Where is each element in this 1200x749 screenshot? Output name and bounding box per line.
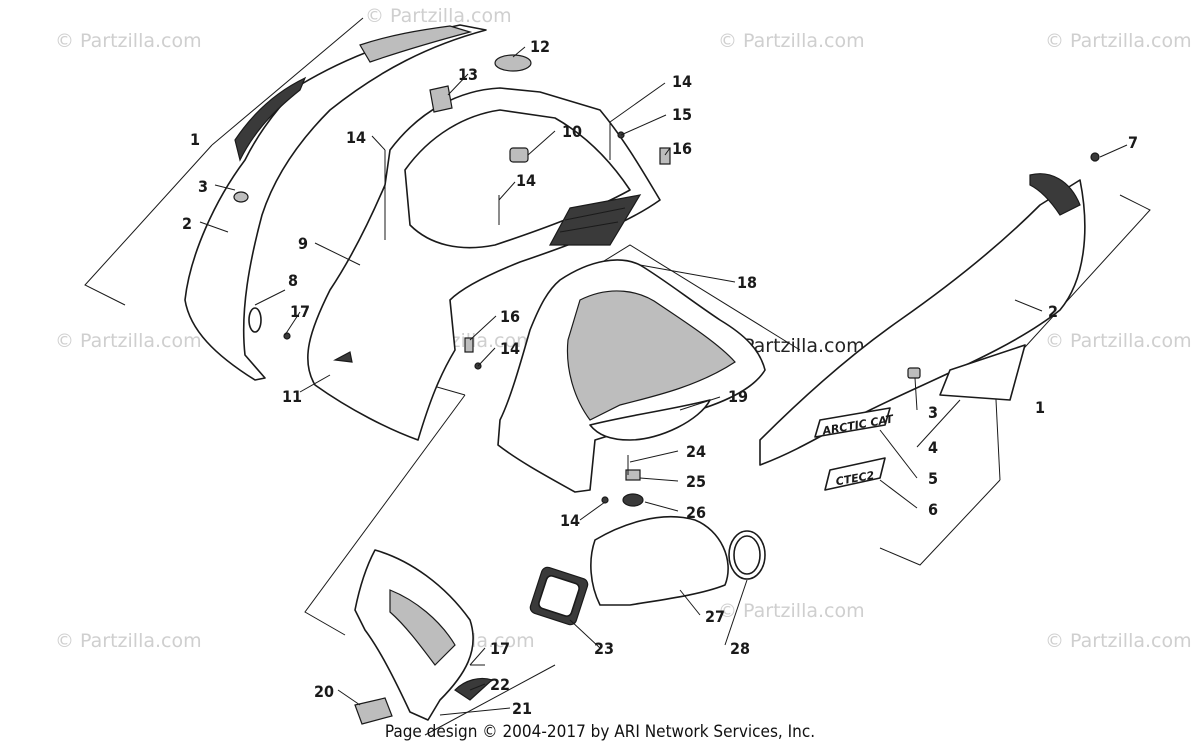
callout-label: 5 xyxy=(928,469,938,488)
callout-label: 27 xyxy=(705,607,725,626)
callout-label: 1 xyxy=(1035,398,1045,417)
bracket-25 xyxy=(625,469,641,481)
callout-label: 3 xyxy=(198,177,208,196)
left-side-panel xyxy=(184,24,487,381)
watermark: © Partzilla.com xyxy=(55,630,202,652)
left-panel-clip xyxy=(233,191,249,203)
hood-cap-12 xyxy=(494,54,532,72)
callout-label: 16 xyxy=(500,307,520,326)
hood-vent xyxy=(548,194,642,246)
duct-seal-inner xyxy=(538,575,580,617)
nose-inner xyxy=(389,589,456,666)
air-box xyxy=(497,259,766,493)
hood-bumper-13 xyxy=(429,85,453,113)
right-panel-clip xyxy=(907,367,921,379)
callout-label: 18 xyxy=(737,273,757,292)
frame-right-panel xyxy=(994,194,1151,381)
frame-left-panel xyxy=(84,144,213,306)
callout-label: 14 xyxy=(500,339,520,358)
callout-label: 10 xyxy=(562,122,582,141)
callout-label: 14 xyxy=(560,511,580,530)
clip-16 xyxy=(464,337,474,353)
callout-label: 19 xyxy=(728,387,748,406)
clip-16 xyxy=(659,147,671,165)
air-duct-27 xyxy=(590,516,729,606)
callout-label: 6 xyxy=(928,500,938,519)
watermark: © Partzilla.com xyxy=(1045,630,1192,652)
callout-label: 23 xyxy=(594,639,614,658)
footer-credit: Page design © 2004-2017 by ARI Network S… xyxy=(384,722,816,742)
callout-label: 2 xyxy=(182,214,192,233)
callout-label: 17 xyxy=(290,302,310,321)
watermark: © Partzilla.com xyxy=(55,30,202,52)
decal-model-6: CTEC2 xyxy=(824,457,886,491)
callout-labels: 1 3 2 8 17 9 11 13 12 14 10 14 14 15 16 … xyxy=(182,37,1138,718)
watermark: © Partzilla.com xyxy=(365,5,512,27)
air-box-interior xyxy=(566,290,736,421)
right-panel-decal-4 xyxy=(939,344,1026,401)
callout-label: 8 xyxy=(288,271,298,290)
right-panel-shape xyxy=(759,179,1086,466)
fasteners xyxy=(283,122,1100,666)
callout-label: 12 xyxy=(530,37,550,56)
callout-label: 24 xyxy=(686,442,706,461)
callout-label: 28 xyxy=(730,639,750,658)
frame-nose-bottom xyxy=(424,664,556,736)
hood-clip-11 xyxy=(333,351,353,363)
watermark: © Partzilla.com xyxy=(1045,30,1192,52)
left-panel-shape xyxy=(184,24,487,381)
screw-14 xyxy=(601,496,609,504)
callout-label: 13 xyxy=(458,65,478,84)
callout-label: 7 xyxy=(1128,133,1138,152)
watermark: © Partzilla.com xyxy=(1045,330,1192,352)
rivet-17 xyxy=(283,332,291,340)
hood xyxy=(307,54,661,441)
left-panel-grommet xyxy=(248,307,262,333)
callout-label: 22 xyxy=(490,675,510,694)
callout-label: 11 xyxy=(282,387,302,406)
vent-slat xyxy=(564,207,626,221)
callout-label: 21 xyxy=(512,699,532,718)
callout-label: 2 xyxy=(1048,302,1058,321)
callout-label: 16 xyxy=(672,139,692,158)
callout-label: 9 xyxy=(298,234,308,253)
grommet-26 xyxy=(622,493,644,507)
hood-grommet-10 xyxy=(509,147,529,163)
frame-right-bottom xyxy=(879,479,1001,566)
left-panel-trim xyxy=(234,76,307,162)
callout-label: 1 xyxy=(190,130,200,149)
callout-label: 14 xyxy=(346,128,366,147)
frame-left-panel-top xyxy=(211,17,364,146)
callout-label: 20 xyxy=(314,682,334,701)
callout-label: 4 xyxy=(928,438,938,457)
callout-label: 25 xyxy=(686,472,706,491)
vent-slat xyxy=(559,221,619,233)
callout-label: 3 xyxy=(928,403,938,422)
frame-nose xyxy=(304,394,466,636)
callout-label: 26 xyxy=(686,503,706,522)
air-duct-assembly xyxy=(529,469,766,626)
left-panel-edge xyxy=(359,25,473,63)
duct-clamp-inner xyxy=(733,535,761,575)
watermark: © Partzilla.com xyxy=(55,330,202,352)
rivet-7 xyxy=(1090,152,1100,162)
nose-decal-22 xyxy=(454,677,494,701)
group-frames xyxy=(84,17,1151,736)
nose-bracket-20 xyxy=(354,697,393,725)
nose-pan xyxy=(354,549,494,725)
callout-label: 15 xyxy=(672,105,692,124)
watermark: © Partzilla.com xyxy=(718,30,865,52)
right-side-panel: ARCTIC CAT CTEC2 xyxy=(759,173,1086,491)
right-panel-trim xyxy=(1029,173,1081,216)
leader-lines xyxy=(199,46,1128,716)
watermark: © Partzilla.com xyxy=(718,600,865,622)
callout-label: 17 xyxy=(490,639,510,658)
callout-label: 14 xyxy=(672,72,692,91)
callout-label: 14 xyxy=(516,171,536,190)
